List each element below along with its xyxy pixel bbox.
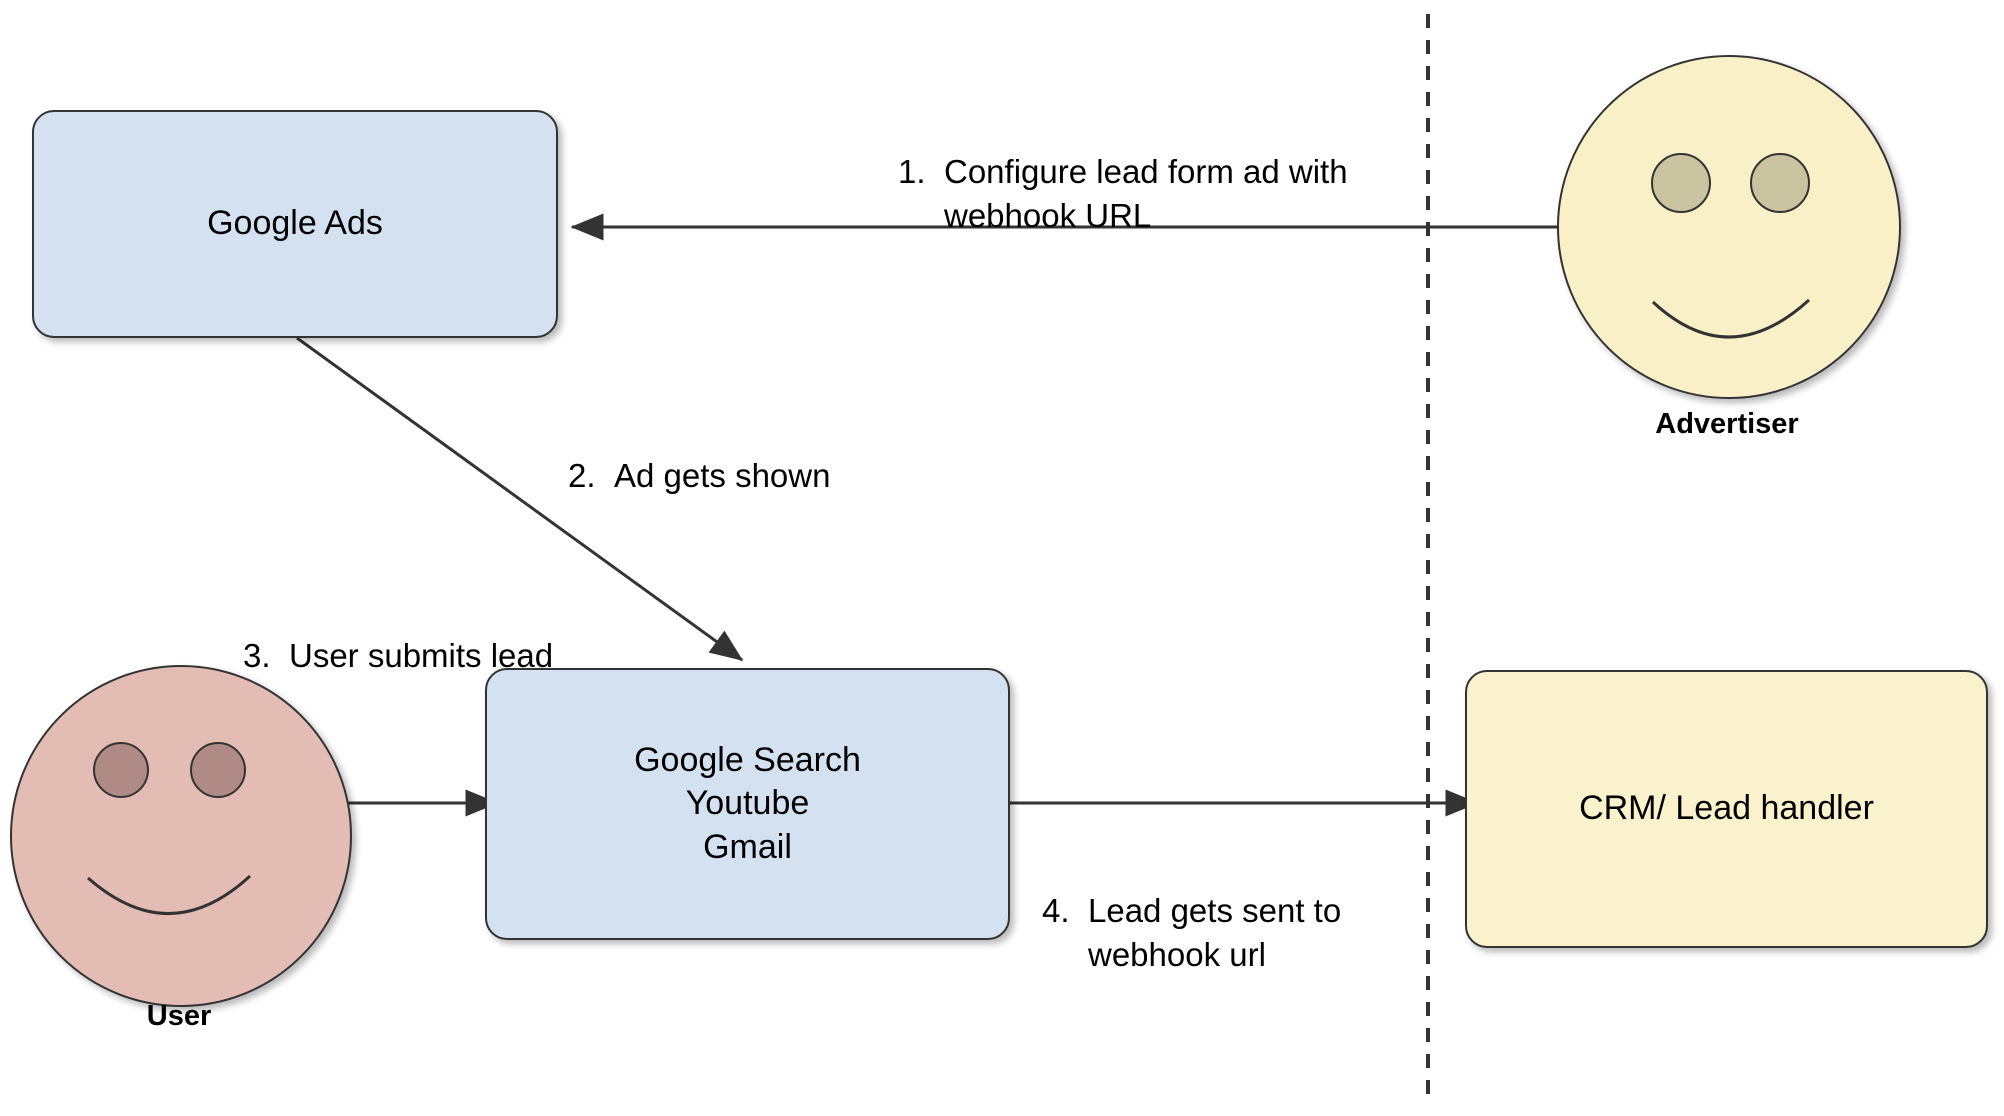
node-google-ads[interactable]: Google Ads: [32, 110, 558, 338]
edge-label-4-number: 4.: [1042, 891, 1070, 929]
edge-label-1-number: 1.: [898, 152, 926, 190]
actor-user[interactable]: [10, 665, 352, 1007]
edge-label-1-text: Configure lead form ad with webhook URL: [944, 152, 1348, 234]
advertiser-smile-icon: [1651, 298, 1811, 339]
edge-label-2: 2. Ad gets shown: [568, 410, 928, 498]
node-crm-lead-handler-label: CRM/ Lead handler: [1579, 789, 1874, 828]
advertiser-right-eye-icon: [1750, 153, 1810, 213]
actor-advertiser[interactable]: [1557, 55, 1901, 399]
user-left-eye-icon: [93, 742, 149, 798]
node-google-properties[interactable]: Google Search Youtube Gmail: [485, 668, 1010, 940]
node-crm-lead-handler[interactable]: CRM/ Lead handler: [1465, 670, 1988, 948]
edge-label-3-number: 3.: [243, 636, 271, 674]
node-google-properties-label: Google Search Youtube Gmail: [634, 741, 861, 866]
user-smile-icon: [87, 874, 252, 915]
edge-label-4-text: Lead gets sent to webhook url: [1088, 891, 1342, 973]
edge-label-2-number: 2.: [568, 456, 596, 494]
edge-label-3: 3. User submits lead: [243, 590, 633, 678]
edge-label-3-text: User submits lead: [289, 636, 554, 674]
edge-label-2-text: Ad gets shown: [614, 456, 831, 494]
node-google-ads-label: Google Ads: [207, 204, 383, 243]
advertiser-left-eye-icon: [1651, 153, 1711, 213]
actor-advertiser-label: Advertiser: [1655, 408, 1799, 440]
user-right-eye-icon: [190, 742, 246, 798]
edge-label-1: 1. Configure lead form ad with webhook UR…: [898, 106, 1368, 238]
actor-user-label: User: [146, 1000, 212, 1032]
edge-label-4: 4. Lead gets sent to webhook url: [1042, 845, 1422, 977]
edge-google-ads-to-google-properties-line: [296, 336, 744, 662]
